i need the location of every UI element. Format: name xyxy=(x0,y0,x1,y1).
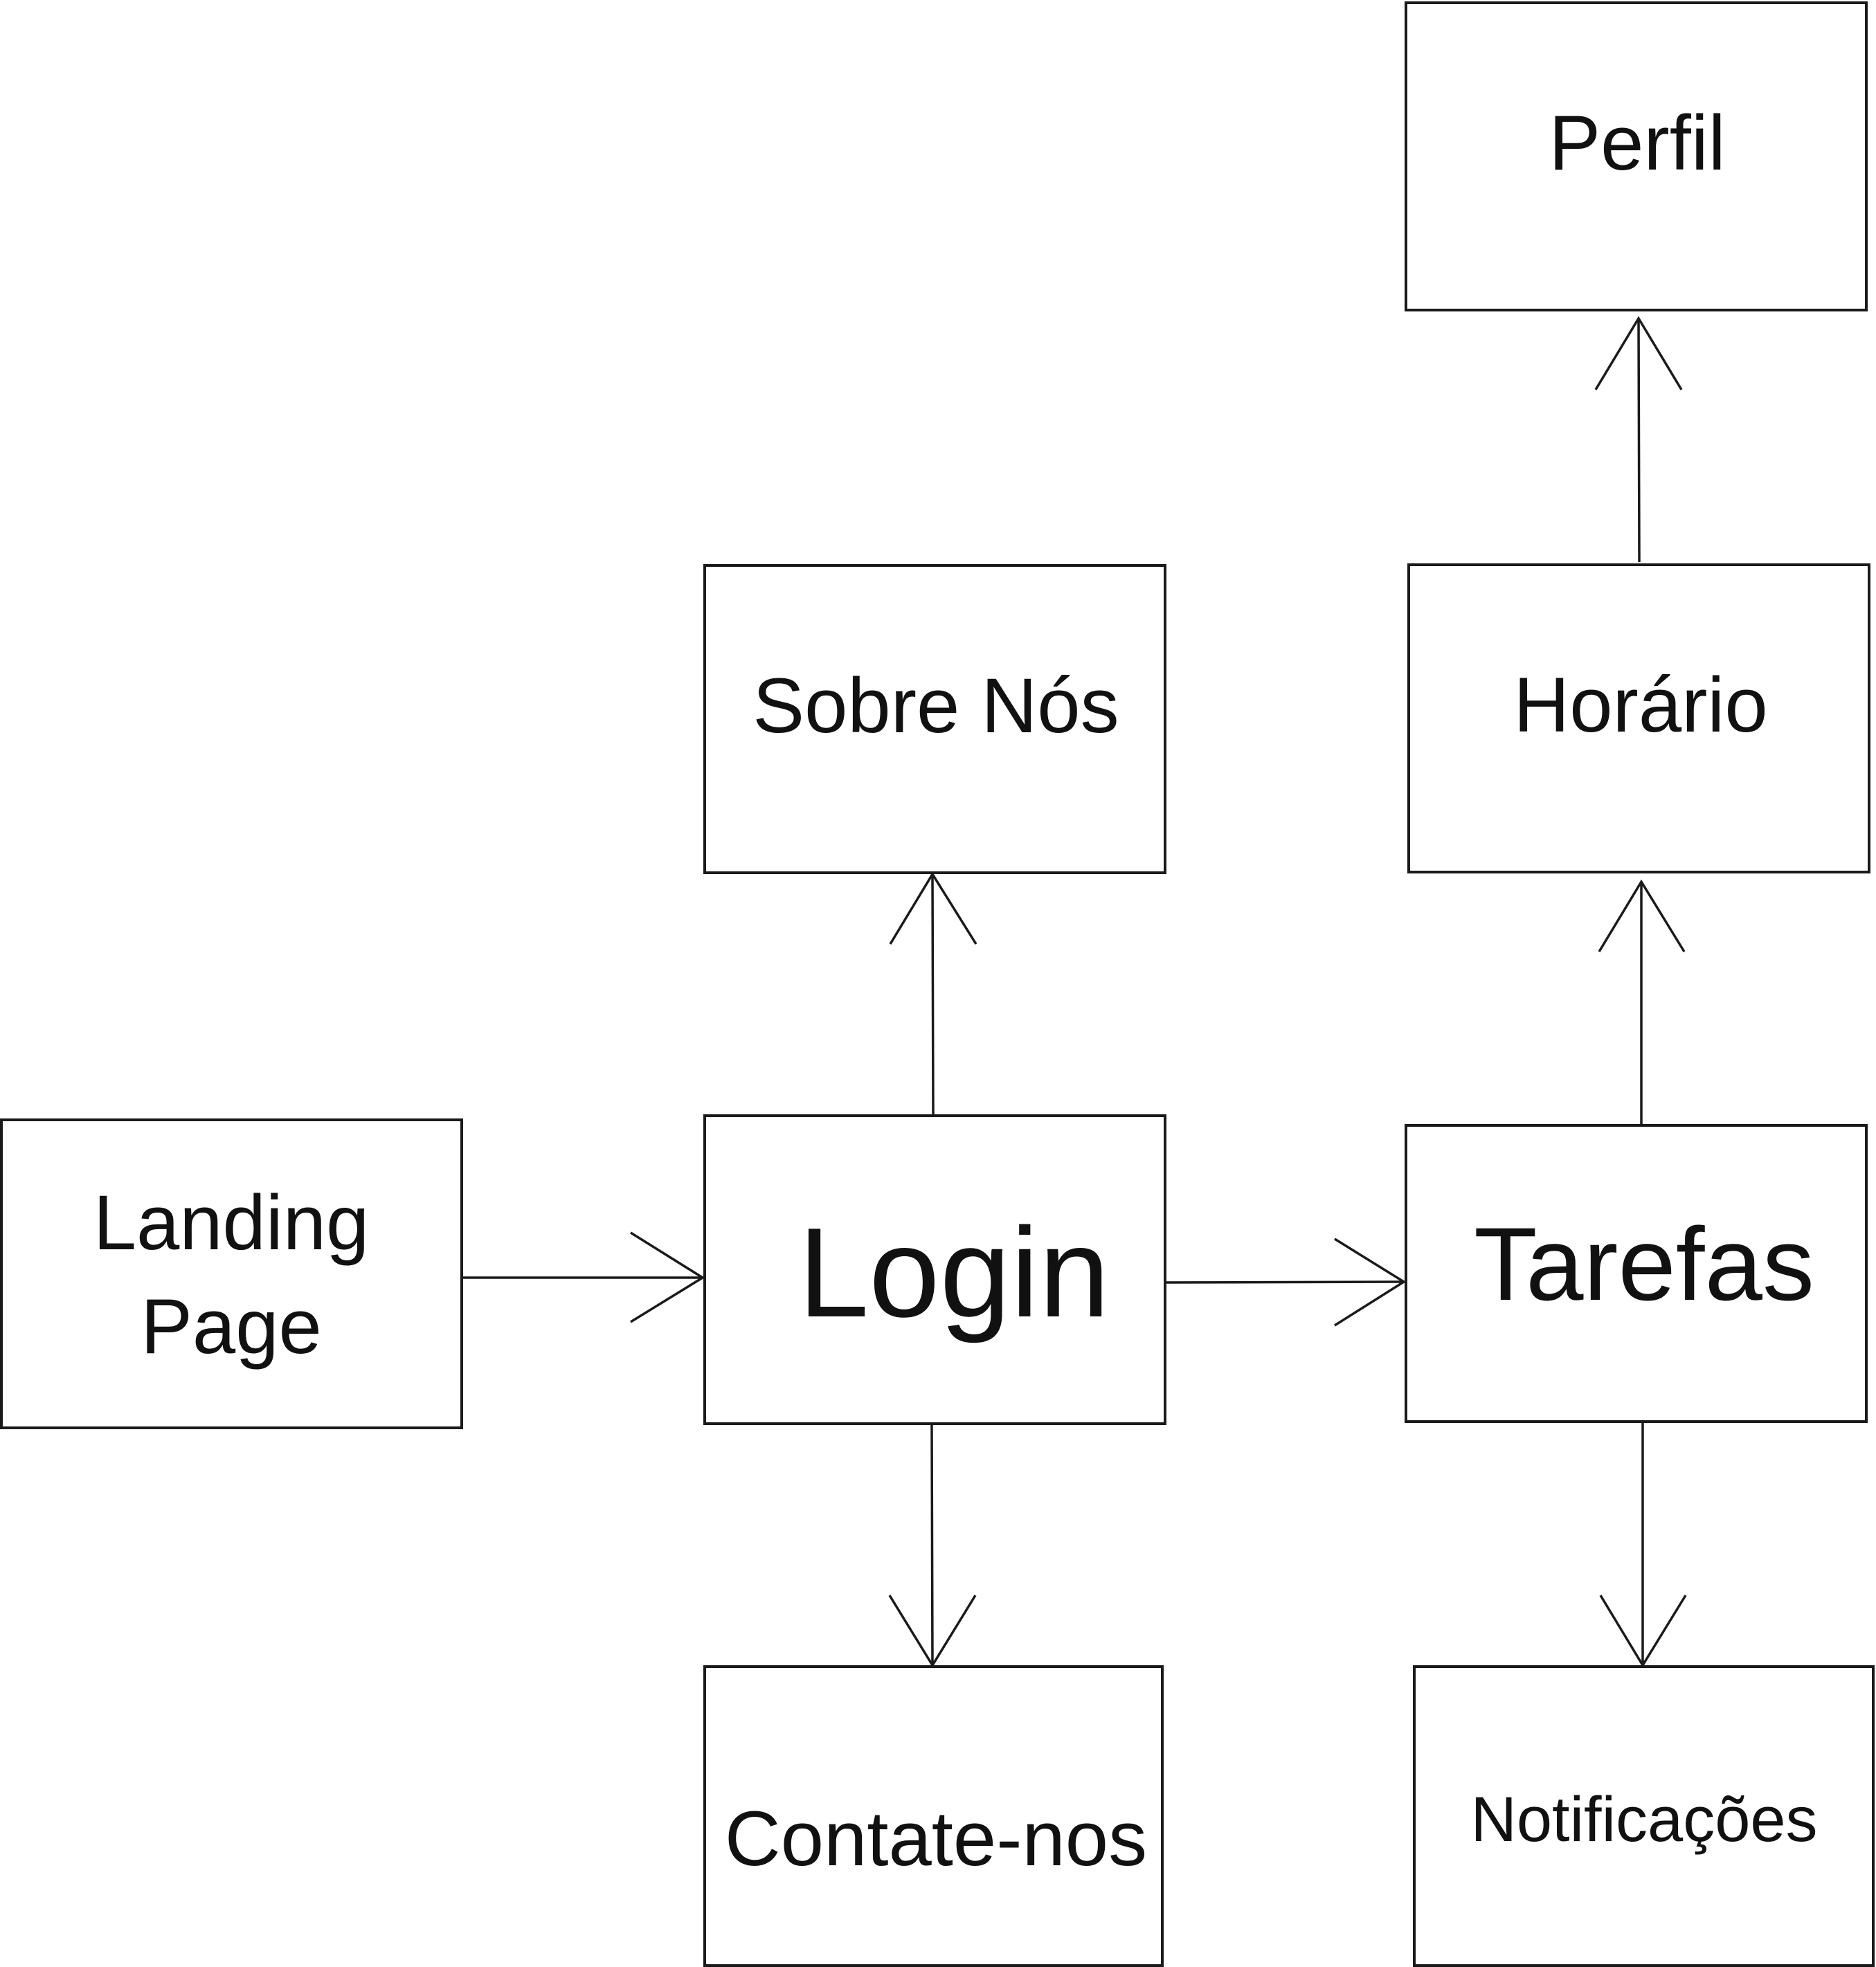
node-landing-page: Landing Page xyxy=(0,1118,463,1429)
edge-horario-to-perfil xyxy=(1594,316,1683,563)
arrowhead-icon xyxy=(630,1231,705,1323)
node-perfil-box xyxy=(1405,1,1868,311)
node-sobre-nos-box xyxy=(703,564,1166,874)
node-sobre-nos-label: Sobre Nós xyxy=(752,662,1119,749)
node-horario-label: Horário xyxy=(1513,662,1767,748)
arrowhead-icon xyxy=(888,1595,977,1668)
arrowhead-icon xyxy=(1599,1595,1687,1668)
edge-tarefas-to-horario xyxy=(1598,879,1686,1125)
arrowhead-icon xyxy=(1334,1238,1407,1327)
edge-login-to-sobre-nos-line xyxy=(931,873,935,1116)
edge-tarefas-to-notificacoes xyxy=(1599,1422,1687,1668)
node-perfil-label: Perfil xyxy=(1549,100,1725,186)
edge-login-to-sobre-nos xyxy=(889,871,977,1116)
node-landing-page-label-line2: Page xyxy=(141,1283,322,1370)
edge-landing-to-login xyxy=(462,1231,705,1323)
node-contate-nos: Contate-nos xyxy=(703,1665,1164,1967)
arrowhead-icon xyxy=(889,871,977,945)
node-horario-box xyxy=(1407,563,1870,873)
arrowhead-icon xyxy=(1594,316,1683,390)
node-landing-page-label-line1: Landing xyxy=(93,1179,370,1266)
node-notificacoes: Notificações xyxy=(1413,1665,1875,1967)
node-contate-nos-box xyxy=(703,1665,1164,1967)
node-tarefas-box xyxy=(1405,1124,1868,1423)
node-tarefas-label: Tarefas xyxy=(1474,1206,1814,1322)
node-contate-nos-label: Contate-nos xyxy=(725,1795,1147,1882)
node-login-label: Login xyxy=(798,1201,1110,1343)
edge-login-to-tarefas xyxy=(1164,1238,1407,1327)
node-tarefas: Tarefas xyxy=(1405,1124,1868,1423)
node-perfil: Perfil xyxy=(1405,1,1868,311)
node-sobre-nos: Sobre Nós xyxy=(703,564,1166,874)
edge-login-to-contate-nos xyxy=(888,1423,977,1668)
node-login-box xyxy=(703,1114,1166,1425)
node-notificacoes-box xyxy=(1413,1665,1875,1967)
node-horario: Horário xyxy=(1407,563,1870,873)
node-notificacoes-label: Notificações xyxy=(1470,1784,1817,1855)
node-landing-page-box xyxy=(0,1118,463,1429)
node-login: Login xyxy=(703,1114,1166,1425)
arrowhead-icon xyxy=(1598,879,1686,952)
